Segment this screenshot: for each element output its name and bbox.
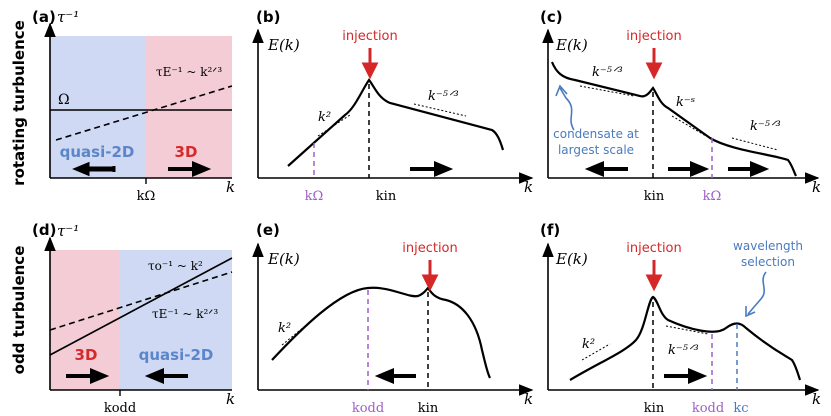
- panel-e-spectrum-curve: [271, 286, 491, 379]
- panel-f-kmark: kodd: [692, 401, 724, 416]
- panel-b-spectrum-curve: [287, 78, 505, 167]
- panel-a-kmark: kΩ: [137, 189, 156, 204]
- panel-a-omega-label: Ω: [58, 92, 70, 108]
- panel-a-tag: (a): [32, 8, 56, 26]
- panel-a-xlabel: k: [226, 178, 235, 196]
- panel-a-left-arrow: [72, 161, 116, 177]
- panel-d-right-arrow: [66, 368, 110, 384]
- panel-e-slope1: k²: [278, 321, 291, 336]
- panel-c-condensate-line1: condensate at: [553, 127, 639, 141]
- panel-b-slope1: k²: [318, 110, 331, 125]
- panel-e: (e) E(k) k k² injection kodd kin: [252, 221, 534, 416]
- panel-e-injection: injection: [402, 241, 458, 256]
- panel-a-right-region-label: 3D: [175, 143, 198, 161]
- panel-f-selection-line2: selection: [741, 255, 795, 269]
- panel-a-right-arrow: [168, 161, 212, 177]
- panel-e-kin: kin: [418, 401, 439, 416]
- panel-a-quasi2d-region: [50, 36, 146, 178]
- panel-f: (f) E(k) k k² k⁻⁵ᐟ³ injection wavelength…: [540, 221, 821, 416]
- panel-c: (c) E(k) k k⁻⁵ᐟ³ k⁻ˢ k⁻⁵ᐟ³ injection con…: [540, 8, 821, 204]
- panel-f-xlabel: k: [812, 390, 821, 408]
- panel-c-spectrum-curve: [550, 61, 797, 177]
- panel-b-tag: (b): [256, 8, 280, 26]
- panel-f-slope2-guide: [665, 325, 709, 335]
- panel-e-kmark: kodd: [352, 401, 384, 416]
- panel-e-left-arrow: [374, 368, 416, 384]
- panel-b-injection-arrow: [361, 48, 379, 80]
- panel-b-slope2-guide: [413, 103, 467, 117]
- panel-d-left-arrow: [144, 368, 188, 384]
- panel-d-odd-label: τo⁻¹ ~ k²: [148, 259, 203, 273]
- panel-b-injection: injection: [342, 29, 398, 44]
- panel-b-kin: kin: [376, 189, 397, 204]
- panel-e-tag: (e): [256, 221, 280, 239]
- panel-f-injection-arrow: [645, 260, 663, 292]
- panel-f-slope1: k²: [582, 337, 595, 352]
- panel-e-xlabel: k: [524, 390, 533, 408]
- panel-e-injection-arrow: [421, 260, 439, 292]
- panel-f-ylabel: E(k): [555, 250, 588, 268]
- panel-a-ylabel: τ⁻¹: [57, 8, 79, 26]
- panel-f-injection: injection: [626, 241, 682, 256]
- panel-f-selection-arrow: [745, 271, 767, 318]
- panel-c-ylabel: E(k): [555, 36, 588, 54]
- panel-c-slope3: k⁻⁵ᐟ³: [750, 119, 781, 134]
- panel-f-slope2: k⁻⁵ᐟ³: [668, 343, 699, 358]
- panel-f-selection-line1: wavelength: [733, 239, 803, 253]
- panel-b-slope2: k⁻⁵ᐟ³: [428, 89, 459, 104]
- panel-b-ylabel: E(k): [267, 36, 300, 54]
- panel-c-condensate-arrow: [555, 84, 575, 131]
- panel-b-right-arrow: [410, 161, 454, 177]
- panel-a-left-region-label: quasi-2D: [60, 143, 135, 161]
- panel-a: (a) τ⁻¹ k Ω τE⁻¹ ~ k²ᐟ³ kΩ quasi-2D 3D: [32, 8, 235, 204]
- panel-d-quasi2d-region: [120, 250, 232, 390]
- panel-d-eddy-label: τE⁻¹ ~ k²ᐟ³: [152, 307, 218, 321]
- row-label-rotating: rotating turbulence: [10, 20, 28, 186]
- panel-c-right-arrow-1: [668, 161, 710, 177]
- panel-f-right-arrow: [664, 368, 708, 384]
- panel-b-kmark: kΩ: [305, 189, 324, 204]
- panel-d: (d) τ⁻¹ k τo⁻¹ ~ k² τE⁻¹ ~ k²ᐟ³ kodd 3D …: [32, 221, 235, 416]
- panel-f-kc: kc: [733, 401, 748, 416]
- panel-d-right-region-label: quasi-2D: [139, 346, 214, 364]
- panel-c-right-arrow-2: [728, 161, 770, 177]
- panel-f-tag: (f): [540, 221, 560, 239]
- panel-b-xlabel: k: [524, 178, 533, 196]
- panel-e-ylabel: E(k): [267, 250, 300, 268]
- panel-d-odd-line: [49, 257, 233, 356]
- panel-c-kin: kin: [644, 189, 665, 204]
- panel-c-slope2-guide: [671, 115, 707, 137]
- panel-d-ylabel: τ⁻¹: [57, 222, 79, 240]
- panel-c-tag: (c): [540, 8, 563, 26]
- row-label-odd: odd turbulence: [10, 246, 28, 375]
- panel-f-spectrum-curve: [569, 295, 802, 381]
- panel-c-slope2: k⁻ˢ: [676, 95, 695, 110]
- panel-c-slope1-guide: [579, 85, 635, 97]
- panel-a-eddy-label: τE⁻¹ ~ k²ᐟ³: [156, 65, 222, 79]
- panel-f-kin: kin: [644, 401, 665, 416]
- panel-a-eddy-line: [55, 85, 233, 141]
- panel-d-left-region-label: 3D: [75, 346, 98, 364]
- panel-c-condensate-line2: largest scale: [558, 143, 634, 157]
- panel-d-3d-region: [50, 250, 120, 390]
- panel-b: (b) E(k) k k² k⁻⁵ᐟ³ injection kΩ kin: [252, 8, 534, 204]
- panel-c-xlabel: k: [812, 178, 821, 196]
- panel-d-eddy-line: [49, 271, 233, 331]
- panel-d-xlabel: k: [226, 390, 235, 408]
- panel-c-injection: injection: [626, 29, 682, 44]
- panel-c-injection-arrow: [645, 48, 663, 80]
- panel-c-kmark: kΩ: [703, 189, 722, 204]
- panel-d-tag: (d): [32, 221, 56, 239]
- panel-a-3d-region: [146, 36, 232, 178]
- panel-c-slope1: k⁻⁵ᐟ³: [592, 65, 623, 80]
- panel-d-kmark: kodd: [104, 401, 136, 416]
- panel-f-slope1-guide: [581, 343, 611, 361]
- panel-c-left-arrow: [584, 161, 628, 177]
